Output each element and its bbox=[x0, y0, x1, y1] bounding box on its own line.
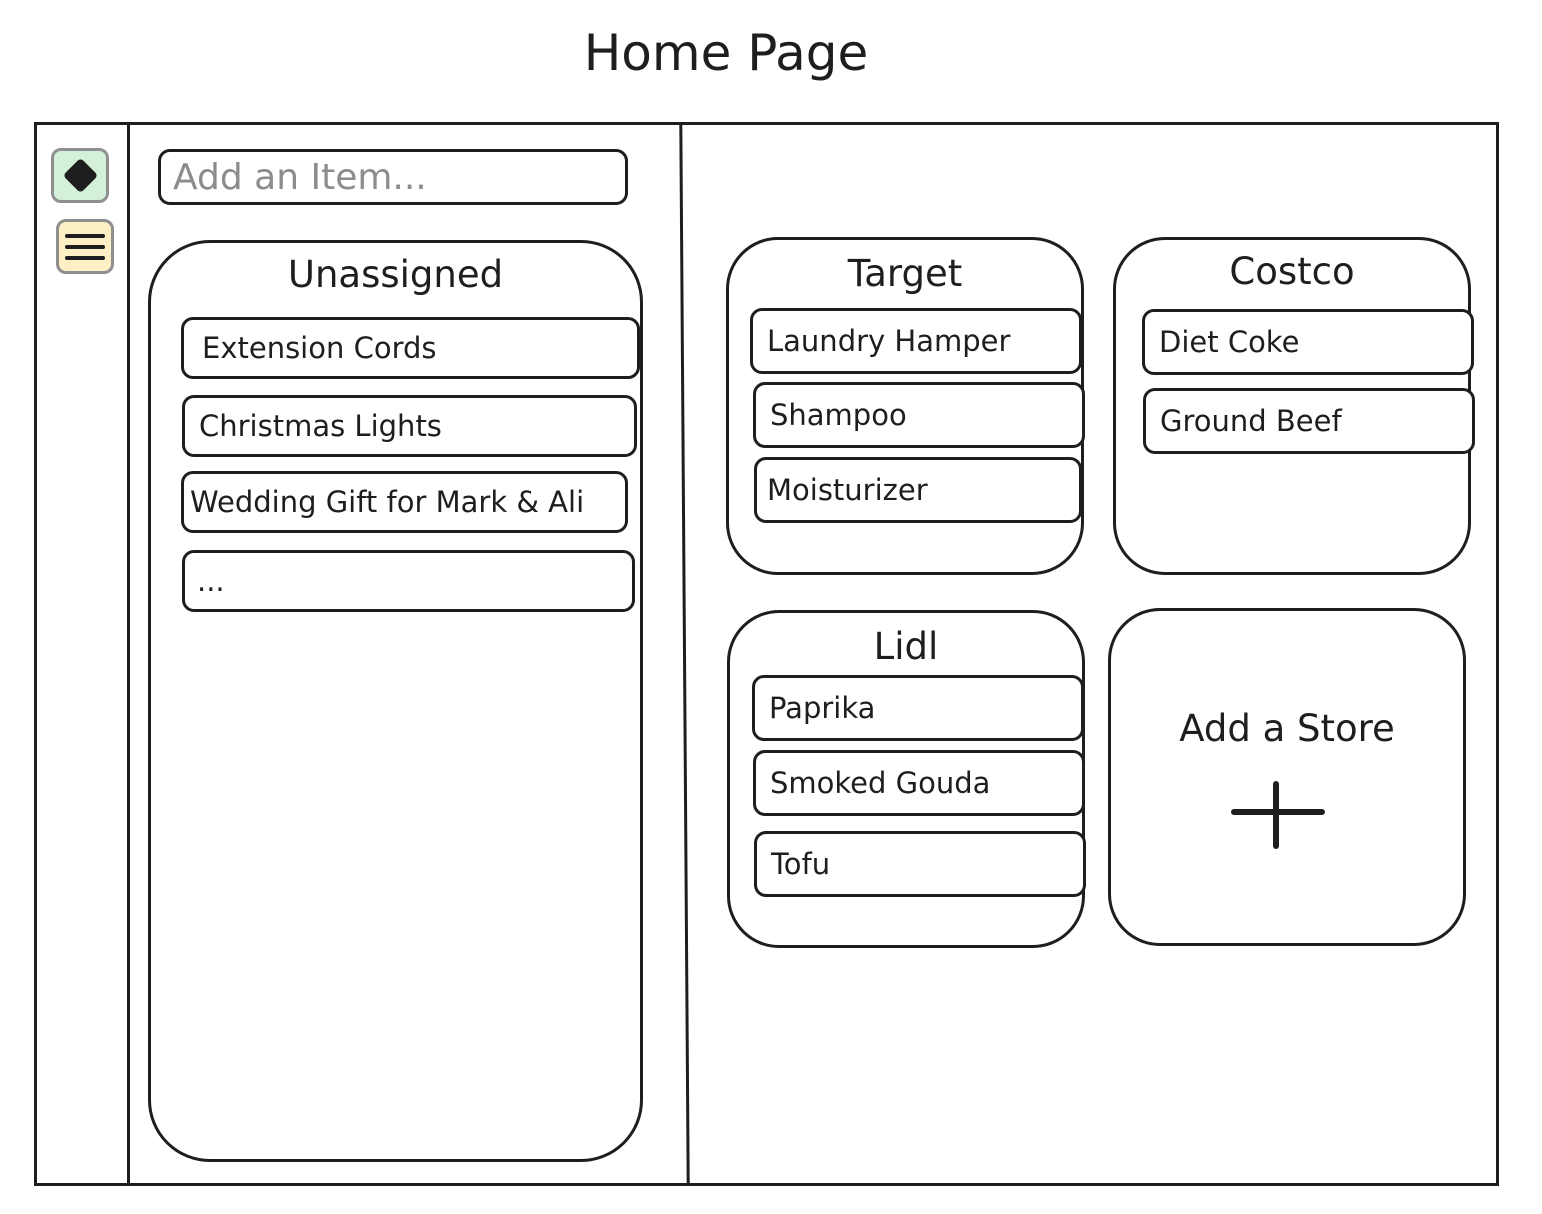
unassigned-item-christmas-lights[interactable]: Christmas Lights bbox=[182, 395, 637, 457]
plus-icon bbox=[1231, 781, 1325, 849]
store-item[interactable]: Smoked Gouda bbox=[753, 750, 1085, 816]
store-item[interactable]: Laundry Hamper bbox=[750, 308, 1082, 374]
unassigned-item-wedding-gift[interactable]: Wedding Gift for Mark & Ali bbox=[181, 471, 628, 533]
unassigned-item-more[interactable]: ... bbox=[182, 550, 635, 612]
store-item[interactable]: Ground Beef bbox=[1143, 388, 1475, 454]
store-card-target: Target Laundry Hamper Shampoo Moisturize… bbox=[726, 237, 1085, 575]
unassigned-panel: Unassigned Extension Cords Christmas Lig… bbox=[148, 240, 643, 1162]
unassigned-item-extension-cords[interactable]: Extension Cords bbox=[181, 317, 640, 379]
home-button[interactable] bbox=[51, 148, 109, 203]
unassigned-title: Unassigned bbox=[287, 253, 504, 296]
app-window bbox=[34, 122, 1499, 1186]
store-item[interactable]: Diet Coke bbox=[1142, 309, 1474, 375]
add-store-button[interactable]: Add a Store bbox=[1108, 608, 1466, 946]
diamond-icon bbox=[62, 157, 98, 194]
add-store-label: Add a Store bbox=[1179, 707, 1395, 750]
page-title: Home Page bbox=[583, 24, 869, 82]
sidebar-divider bbox=[127, 124, 130, 1184]
store-item[interactable]: Moisturizer bbox=[754, 457, 1082, 523]
store-title-costco: Costco bbox=[1229, 250, 1355, 293]
store-item[interactable]: Shampoo bbox=[753, 382, 1085, 448]
store-card-lidl: Lidl Paprika Smoked Gouda Tofu bbox=[727, 610, 1086, 948]
store-item[interactable]: Tofu bbox=[754, 831, 1086, 897]
menu-button[interactable] bbox=[56, 219, 114, 274]
hamburger-menu-icon bbox=[65, 233, 105, 260]
store-title-target: Target bbox=[847, 252, 963, 295]
add-item-input[interactable] bbox=[158, 149, 628, 205]
store-item[interactable]: Paprika bbox=[752, 675, 1084, 741]
store-title-lidl: Lidl bbox=[873, 625, 939, 668]
store-card-costco: Costco Diet Coke Ground Beef bbox=[1113, 237, 1475, 575]
